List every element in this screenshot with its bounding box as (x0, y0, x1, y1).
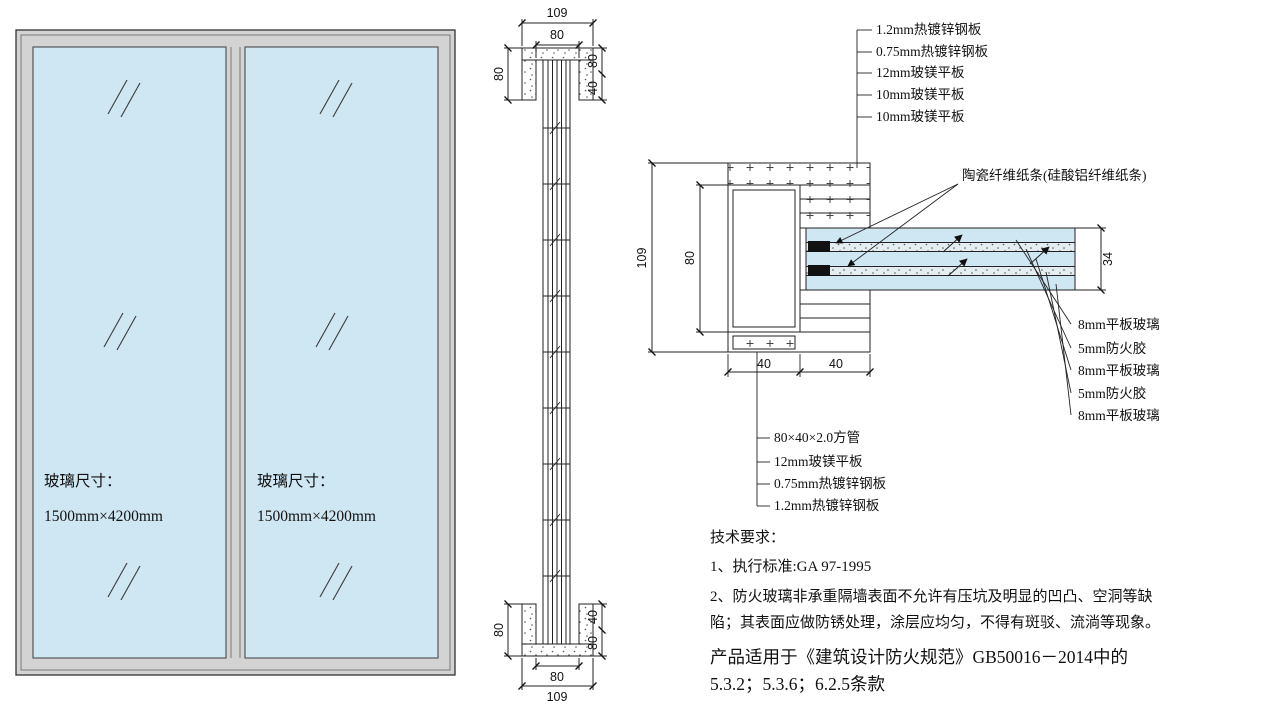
detail-dim-80: 80 (683, 181, 728, 336)
section-dim-bottom-80: 80 (532, 658, 583, 684)
section-dim-bottom-109: 109 (518, 658, 597, 704)
detail-top-board (727, 162, 871, 186)
glass-panel-left (32, 46, 227, 659)
section-top-block-right (578, 59, 594, 101)
product-applicability-line-1: 产品适用于《建筑设计防火规范》GB50016－2014中的 (710, 647, 1129, 667)
ceramic-fiber-strip-1 (808, 241, 830, 252)
detail-dim-109: 109 (635, 159, 728, 356)
label-steel-0-75mm-bottom: 0.75mm热镀锌钢板 (774, 475, 887, 491)
label-steel-1-2mm: 1.2mm热镀锌钢板 (876, 21, 982, 37)
notes-heading: 技术要求： (710, 530, 786, 546)
glass-panel-right (244, 46, 439, 659)
label-square-tube: 80×40×2.0方管 (774, 430, 860, 445)
detail-dim-34: 34 (1075, 224, 1115, 294)
notes-item-2-line-2: 陷；其表面应做防锈处理，涂层应均匀，不得有斑驳、流淌等现象。 (710, 614, 1161, 631)
svg-text:34: 34 (1101, 252, 1115, 266)
partition-inner-frame-line (20, 34, 451, 671)
detail-steel-tube-outer (727, 184, 801, 333)
svg-text:109: 109 (635, 248, 649, 269)
section-break-ticks (543, 121, 570, 583)
svg-text:80: 80 (550, 670, 564, 684)
section-dim-top-80: 80 (532, 28, 583, 58)
label-board-12mm-bottom: 12mm玻镁平板 (774, 454, 863, 469)
svg-text:40: 40 (586, 610, 600, 624)
ceramic-fiber-strip-2 (808, 265, 830, 276)
product-applicability-line-2: 5.3.2；5.3.6；6.2.5条款 (710, 674, 885, 695)
svg-text:80: 80 (586, 54, 600, 68)
glass-size-value-right: 1500mm×4200mm (257, 508, 376, 525)
label-board-12mm: 12mm玻镁平板 (876, 65, 965, 80)
glass-direction-arrows (942, 234, 1050, 277)
glass-layer-2 (805, 251, 1076, 267)
detail-glass-assembly (805, 227, 1076, 291)
label-glass-8mm-1: 8mm平板玻璃 (1078, 316, 1160, 332)
section-dim-top-right: 80 40 (586, 44, 607, 104)
glass-hatch-symbols (103, 79, 353, 601)
svg-text:80: 80 (550, 28, 564, 42)
label-glass-8mm-2: 8mm平板玻璃 (1078, 362, 1160, 378)
svg-text:40: 40 (586, 81, 600, 95)
svg-text:109: 109 (547, 690, 568, 704)
label-ceramic-fiber: 陶瓷纤维纸条(硅酸铝纤维纸条) (962, 167, 1147, 183)
section-dim-top-109: 109 (518, 6, 597, 46)
label-steel-0-75mm: 0.75mm热镀锌钢板 (876, 43, 989, 59)
notes-item-1: 1、执行标准:GA 97-1995 (710, 559, 872, 576)
fire-gel-layer-1-speck (806, 242, 1075, 252)
detail-bottom-leaders (756, 352, 770, 507)
ceramic-label-leaders (835, 183, 959, 267)
detail-upper-right-boards (799, 184, 871, 229)
label-board-10mm-b: 10mm玻镁平板 (876, 109, 965, 124)
glass-size-caption-right: 玻璃尺寸： (257, 472, 335, 490)
detail-section-view: 1.2mm热镀锌钢板 0.75mm热镀锌钢板 12mm玻镁平板 10mm玻镁平板… (635, 21, 1160, 513)
svg-text:40: 40 (757, 357, 771, 371)
label-glass-8mm-3: 8mm平板玻璃 (1078, 407, 1160, 423)
svg-text:80: 80 (586, 636, 600, 650)
fire-gel-layer-2-speck (806, 266, 1075, 276)
glass-layer-1 (805, 227, 1076, 243)
section-dim-top-left-80: 80 (492, 44, 522, 104)
mullion-lines (230, 47, 241, 658)
product-applicability: 产品适用于《建筑设计防火规范》GB50016－2014中的 5.3.2；5.3.… (710, 644, 1275, 698)
glass-size-value-left: 1500mm×4200mm (44, 508, 163, 525)
section-top-block-left (521, 59, 537, 101)
detail-top-leaders (856, 29, 872, 168)
section-dim-bottom-left-80: 80 (492, 600, 522, 660)
svg-text:80: 80 (492, 623, 506, 637)
detail-lower-right-boards (799, 289, 871, 333)
notes-item-2-line-1: 2、防火玻璃非承重隔墙表面不允许有压坑及明显的凹凸、空洞等缺 (710, 588, 1153, 605)
section-bottom-block-left (521, 603, 537, 645)
label-gel-5mm-1: 5mm防火胶 (1078, 340, 1146, 356)
svg-text:80: 80 (683, 251, 697, 265)
detail-right-leaders (1015, 239, 1072, 416)
svg-text:40: 40 (829, 357, 843, 371)
glass-size-caption-left: 玻璃尺寸： (44, 472, 122, 490)
detail-dim-40-40: 40 40 (724, 354, 874, 377)
svg-text:80: 80 (492, 67, 506, 81)
label-steel-1-2mm-bottom: 1.2mm热镀锌钢板 (774, 497, 880, 513)
svg-text:109: 109 (547, 6, 568, 20)
detail-bottom-board-core (732, 335, 796, 350)
section-dim-bottom-right: 40 80 (586, 600, 607, 660)
section-bottom-cap (521, 643, 594, 657)
elevation-view: 玻璃尺寸： 1500mm×4200mm 玻璃尺寸： 1500mm×4200mm (15, 29, 456, 676)
label-board-10mm-a: 10mm玻镁平板 (876, 87, 965, 102)
section-top-cap (521, 47, 594, 61)
technical-notes: 技术要求： 1、执行标准:GA 97-1995 2、防火玻璃非承重隔墙表面不允许… (710, 530, 1275, 698)
glass-layer-3 (805, 275, 1076, 291)
detail-steel-tube-inner (732, 189, 796, 328)
label-gel-5mm-2: 5mm防火胶 (1078, 385, 1146, 401)
vertical-section-view: 109 80 80 80 40 80 40 (492, 6, 607, 704)
